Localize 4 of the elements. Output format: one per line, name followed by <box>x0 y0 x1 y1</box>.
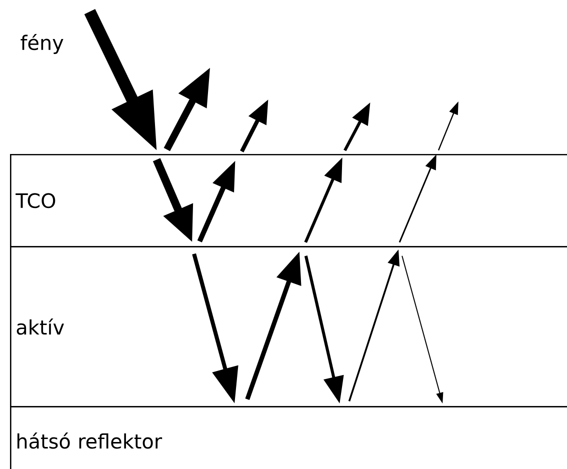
layer-band: aktív <box>10 246 567 408</box>
layer-band: hátsó reflektor <box>10 406 567 469</box>
light-label: fény <box>20 34 64 54</box>
layer-band: TCO <box>10 154 567 248</box>
